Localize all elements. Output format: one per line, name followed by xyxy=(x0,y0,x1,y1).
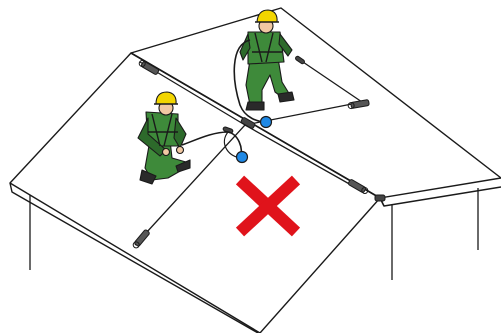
worker-standing-helmet-icon xyxy=(257,10,277,22)
worker-kneeling-hand-2 xyxy=(177,147,184,154)
anchor-point xyxy=(375,195,385,201)
worker-kneeling-hand xyxy=(163,149,170,156)
worker-kneeling-connector-icon xyxy=(237,152,248,163)
worker-standing-connector-icon xyxy=(261,117,272,128)
worker-standing-left-boot xyxy=(246,102,264,110)
worker-standing-right-boot xyxy=(278,92,294,102)
